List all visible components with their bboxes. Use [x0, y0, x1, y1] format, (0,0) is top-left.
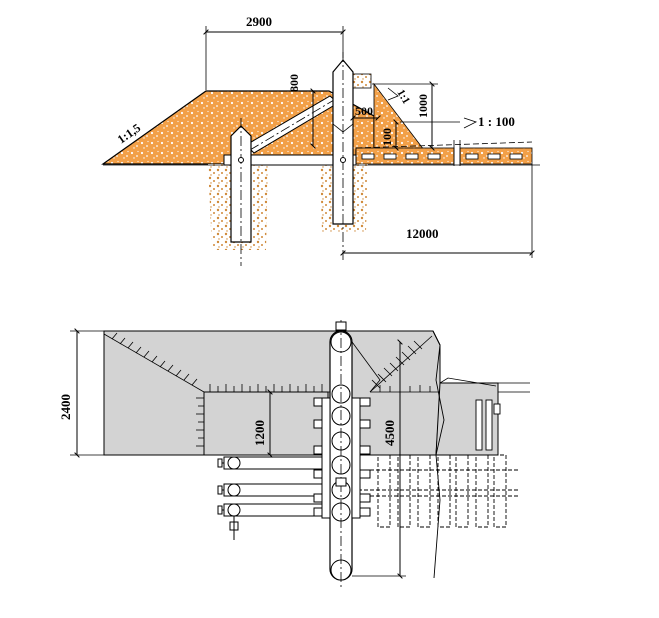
dim-total-height: 2400 [58, 394, 73, 420]
break-line [432, 330, 445, 579]
dim-width: 2900 [246, 14, 272, 29]
right-posts [475, 399, 501, 451]
column-clamps [313, 321, 371, 519]
slope-hatch-side [196, 397, 204, 447]
slope-track-label: 1 : 100 [478, 114, 515, 129]
dim-offset: 500 [355, 104, 373, 118]
left-post-bolt [238, 157, 244, 163]
slope-right-label: 1:1 [394, 88, 412, 107]
dim-height-small: 100 [380, 128, 394, 146]
stringer-bolts [217, 456, 241, 540]
section-view: 2900 800 500 100 1000 1:1,5 1:1 1 : 100 … [101, 14, 540, 266]
horizontal-beam [223, 154, 357, 166]
dim-height-upper: 800 [287, 74, 301, 92]
slope-hatch-left [103, 332, 205, 393]
dim-inner-height: 1200 [252, 420, 267, 446]
plan-view: 2400 1200 4500 [58, 320, 530, 590]
dim-length: 12000 [406, 226, 439, 241]
dim-height-right: 1000 [416, 94, 430, 118]
slope-hatch-top [204, 384, 330, 393]
sleepers [361, 153, 523, 160]
right-post-bolt [340, 157, 346, 163]
stringers-left [223, 456, 333, 517]
stone-cap [352, 73, 372, 89]
dim-post-span: 4500 [382, 420, 397, 446]
left-post [230, 125, 252, 243]
